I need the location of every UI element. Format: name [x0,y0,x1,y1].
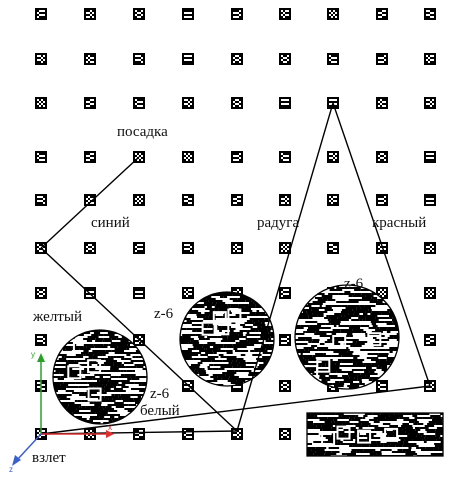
aruco-marker [84,8,96,20]
obstacle-box [307,413,451,457]
aruco-marker [231,242,243,254]
y-axis-label: y [31,350,35,359]
aruco-marker [327,8,339,20]
aruco-marker [279,194,291,206]
aruco-marker [35,194,47,206]
aruco-marker [84,242,96,254]
aruco-marker [327,242,339,254]
obstacle-cylinder [180,292,285,386]
aruco-marker [279,8,291,20]
label-z6-middle: z-6 [154,306,174,322]
x-axis-label: x [108,423,112,432]
aruco-marker [182,151,194,163]
aruco-marker [35,151,47,163]
aruco-marker [424,334,436,346]
aruco-marker [133,428,145,440]
aruco-marker [35,287,47,299]
aruco-marker [84,53,96,65]
aruco-marker [35,8,47,20]
aruco-marker [279,334,291,346]
aruco-marker [376,53,388,65]
label-red: красный [372,215,426,231]
label-blue: синий [91,215,130,231]
aruco-marker [133,97,145,109]
label-z6-right: z-6 [344,276,364,292]
label-yellow: желтый [32,309,82,325]
aruco-marker [424,53,436,65]
aruco-marker [424,8,436,20]
aruco-marker [133,53,145,65]
aruco-marker [327,151,339,163]
label-rainbow: радуга [257,215,299,231]
aruco-marker [182,428,194,440]
aruco-marker [133,194,145,206]
aruco-marker [376,97,388,109]
aruco-marker [182,8,194,20]
aruco-marker [133,8,145,20]
aruco-marker [182,287,194,299]
label-white: белый [140,403,180,419]
aruco-marker [182,194,194,206]
aruco-marker [84,97,96,109]
aruco-marker [35,97,47,109]
z-axis-label: z [9,465,13,474]
aruco-marker [231,194,243,206]
aruco-marker [424,151,436,163]
aruco-marker [133,287,145,299]
obstacles [53,285,451,457]
aruco-marker [182,53,194,65]
aruco-marker [376,8,388,20]
aruco-marker [424,194,436,206]
aruco-marker [279,151,291,163]
aruco-marker [231,53,243,65]
aruco-marker [279,287,291,299]
aruco-marker [84,194,96,206]
aruco-marker [231,97,243,109]
label-takeoff: взлет [32,450,66,466]
aruco-marker [424,287,436,299]
aruco-marker [327,194,339,206]
aruco-marker [279,428,291,440]
aruco-marker [133,242,145,254]
label-landing: посадка [117,124,168,140]
aruco-marker [376,194,388,206]
aruco-marker [231,8,243,20]
aruco-marker [182,97,194,109]
aruco-marker [424,242,436,254]
aruco-marker [35,53,47,65]
aruco-marker [182,242,194,254]
path-landing-to-blue [41,157,139,248]
obstacle-cylinder [295,285,408,389]
label-z6-bottom: z-6 [150,386,170,402]
aruco-marker [35,334,47,346]
aruco-marker [376,151,388,163]
aruco-marker [279,97,291,109]
aruco-marker [279,53,291,65]
aruco-marker [376,380,388,392]
aruco-marker [424,97,436,109]
y-axis-arrow [37,353,45,362]
aruco-marker [84,151,96,163]
aruco-marker [279,380,291,392]
aruco-marker [231,151,243,163]
aruco-marker [327,53,339,65]
